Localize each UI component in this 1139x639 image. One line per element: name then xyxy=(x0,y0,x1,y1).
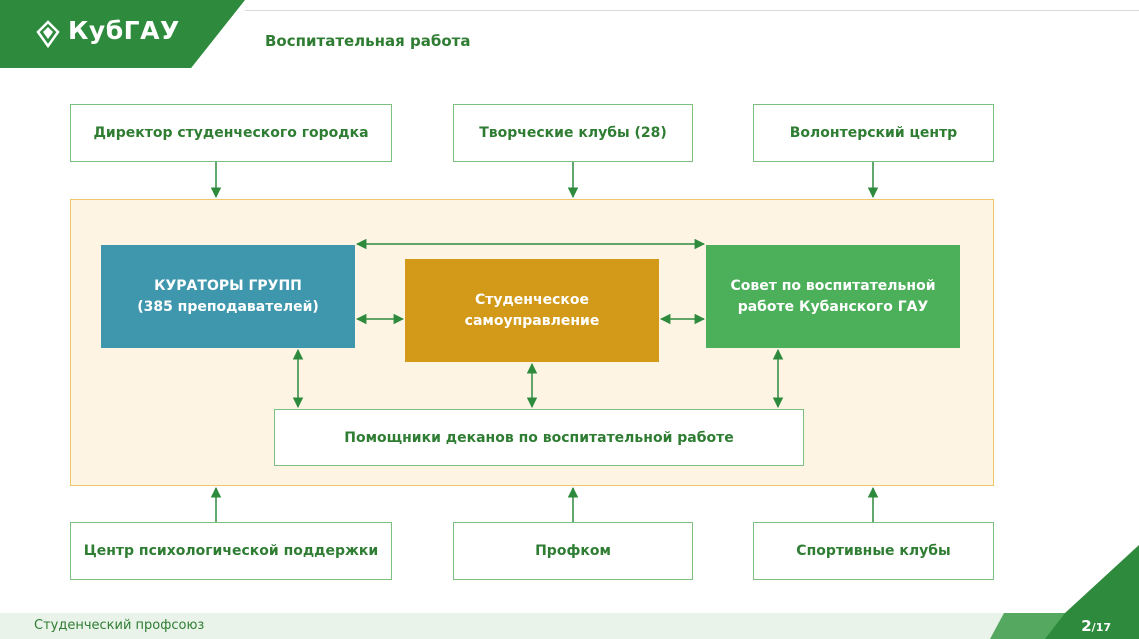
header-rule xyxy=(245,10,1139,11)
creative-clubs-box: Творческие клубы (28) xyxy=(453,104,693,162)
campus-director-box: Директор студенческого городка xyxy=(70,104,392,162)
student-self-government-block: Студенческое самоуправление xyxy=(405,259,659,362)
volunteer-center-box: Волонтерский центр xyxy=(753,104,994,162)
sports-clubs-box: Спортивные клубы xyxy=(753,522,994,580)
kubgau-logo-icon xyxy=(36,20,60,48)
educational-council-block: Совет по воспитательной работе Кубанског… xyxy=(706,245,960,348)
logo-text: КубГАУ xyxy=(68,16,180,45)
trade-union-box: Профком xyxy=(453,522,693,580)
curators-block: КУРАТОРЫ ГРУПП (385 преподавателей) xyxy=(101,245,355,348)
footer-band xyxy=(0,613,1139,639)
page-number: 2/17 xyxy=(1081,617,1111,635)
footer-text: Студенческий профсоюз xyxy=(34,618,205,633)
page-title: Воспитательная работа xyxy=(265,32,471,50)
psych-support-center-box: Центр психологической поддержки xyxy=(70,522,392,580)
dean-assistants-box: Помощники деканов по воспитательной рабо… xyxy=(274,409,804,466)
